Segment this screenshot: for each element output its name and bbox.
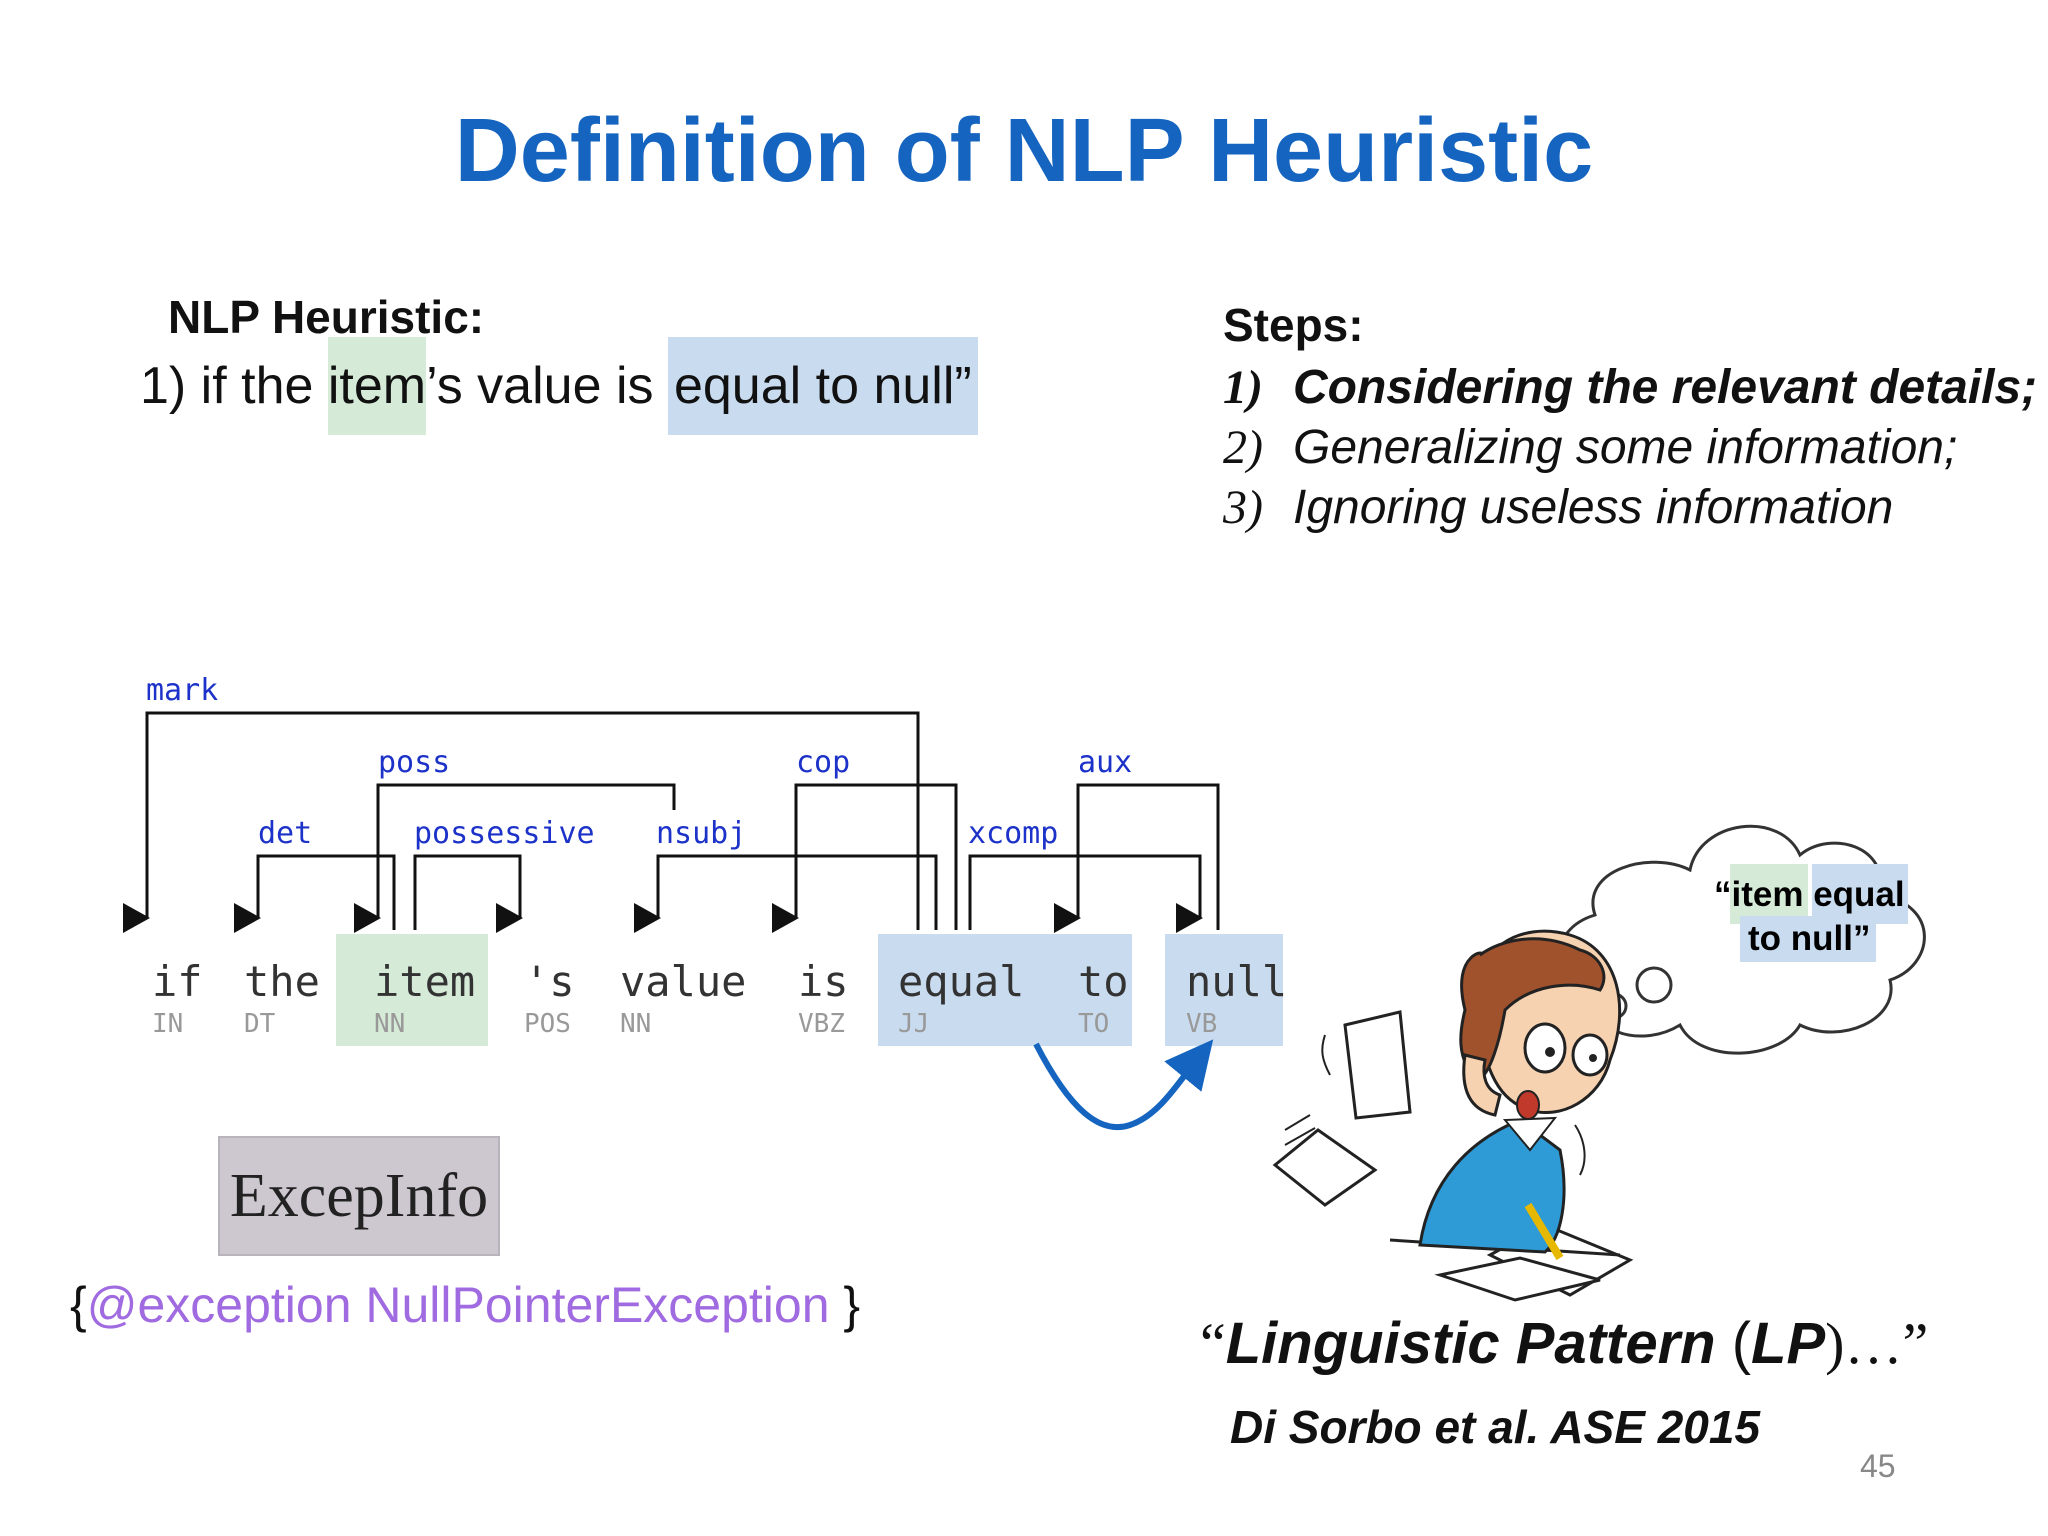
heuristic-item-highlight: item xyxy=(327,337,427,435)
word-possessive-s: 's xyxy=(524,957,575,1006)
null-highlight-box xyxy=(1165,934,1283,1046)
heuristic-prefix: 1) if the xyxy=(140,357,328,415)
tag-equal: JJ xyxy=(898,1009,929,1039)
word-item: item xyxy=(374,957,475,1006)
person-mouth xyxy=(1516,1090,1540,1120)
glasses-icon xyxy=(1523,1022,1609,1077)
arc-det xyxy=(234,854,396,933)
person-hand xyxy=(1462,1053,1502,1117)
excepinfo-box: ExcepInfo xyxy=(218,1136,500,1256)
page-number: 45 xyxy=(1860,1448,1896,1484)
steps-heading: Steps: xyxy=(1223,299,1364,351)
thought-open-quote: “ xyxy=(1714,875,1732,914)
step-3-number: 3) xyxy=(1223,481,1263,534)
thought-item-highlight xyxy=(1730,864,1808,924)
eye-left xyxy=(1545,1047,1555,1057)
arc-possessive xyxy=(413,854,523,933)
step-3-text: Ignoring useless information xyxy=(1293,481,1894,534)
linguistic-pattern-caption: “Linguistic Pattern (LP)…” xyxy=(1200,1310,1928,1377)
tag-item: NN xyxy=(374,1009,405,1039)
lp-close: )…” xyxy=(1825,1311,1929,1376)
stress-lines xyxy=(1284,1034,1586,1176)
word-the: the xyxy=(244,957,320,1006)
tag-to: TO xyxy=(1078,1009,1109,1039)
tag-value: NN xyxy=(620,1009,651,1039)
step-3: 3) Ignoring useless information xyxy=(1223,480,1893,535)
exception-open-brace: { xyxy=(70,1277,87,1333)
step-2: 2) Generalizing some information; xyxy=(1223,420,1957,475)
heuristic-end-quote: ” xyxy=(954,357,972,415)
confused-person-illustration: “item equal to null” xyxy=(1272,824,1926,1302)
thought-null-highlight xyxy=(1740,916,1876,962)
thought-line-2: to null” xyxy=(1748,919,1870,958)
word-if: if xyxy=(152,957,203,1006)
thought-item: item xyxy=(1732,875,1804,914)
label-cop: cop xyxy=(796,745,850,780)
label-det: det xyxy=(258,816,312,851)
tag-is: VBZ xyxy=(798,1009,845,1039)
thought-equal-highlight xyxy=(1812,864,1908,924)
exception-tag-text: @exception NullPointerException xyxy=(86,1277,830,1333)
label-possessive: possessive xyxy=(414,816,595,851)
lp-open-paren: ( xyxy=(1715,1311,1752,1376)
generalize-arrow xyxy=(1033,1039,1214,1131)
dependency-parse-diagram: mark poss cop aux det possessive nsubj x… xyxy=(123,673,1287,1131)
word-null: null xyxy=(1186,957,1287,1006)
tag-null: VB xyxy=(1186,1009,1217,1039)
label-poss: poss xyxy=(378,745,450,780)
lp-open-quote: “ xyxy=(1200,1311,1226,1376)
thought-equal: equal xyxy=(1803,875,1904,914)
item-highlight-box xyxy=(336,934,488,1046)
arc-cop xyxy=(772,783,958,933)
label-nsubj: nsubj xyxy=(656,816,746,851)
arc-aux xyxy=(1054,783,1220,933)
tag-the: DT xyxy=(244,1009,276,1039)
arc-poss xyxy=(354,783,676,933)
word-to: to xyxy=(1078,957,1129,1006)
step-1: 1) Considering the relevant details; xyxy=(1223,360,2037,415)
label-mark: mark xyxy=(146,673,218,708)
exception-close-brace: } xyxy=(829,1277,861,1333)
label-xcomp: xcomp xyxy=(968,816,1058,851)
citation: Di Sorbo et al. ASE 2015 xyxy=(1230,1401,1761,1453)
arc-mark xyxy=(123,711,920,933)
heuristic-sentence: 1) if the item’s value is equal to null” xyxy=(140,337,978,435)
step-2-number: 2) xyxy=(1223,421,1263,474)
tag-if: IN xyxy=(152,1009,183,1039)
arc-nsubj xyxy=(634,854,938,933)
eye-right xyxy=(1589,1054,1597,1062)
word-equal: equal xyxy=(898,957,1024,1006)
heuristic-equal-text: equal to null xyxy=(673,357,955,415)
equal-to-highlight-box xyxy=(878,934,1132,1046)
step-2-text: Generalizing some information; xyxy=(1293,421,1958,474)
lp-label: Linguistic Pattern xyxy=(1225,1311,1716,1376)
pencil-icon xyxy=(1524,1202,1564,1261)
lp-abbr: LP xyxy=(1751,1311,1826,1376)
step-1-number: 1) xyxy=(1223,361,1263,414)
label-aux: aux xyxy=(1078,745,1132,780)
step-1-text: Considering the relevant details; xyxy=(1293,361,2038,414)
heuristic-heading: NLP Heuristic: xyxy=(168,291,485,343)
tag-possessive-s: POS xyxy=(524,1009,571,1039)
thought-line-1: “item equal xyxy=(1714,875,1905,914)
heuristic-equal-highlight: equal to null” xyxy=(667,337,978,435)
arc-xcomp xyxy=(968,854,1203,933)
word-is: is xyxy=(798,957,849,1006)
heuristic-middle: ’s value is xyxy=(426,357,668,415)
exception-tag-line: {@exception NullPointerException } xyxy=(70,1276,860,1334)
word-value: value xyxy=(620,957,746,1006)
slide-title: Definition of NLP Heuristic xyxy=(454,101,1594,201)
